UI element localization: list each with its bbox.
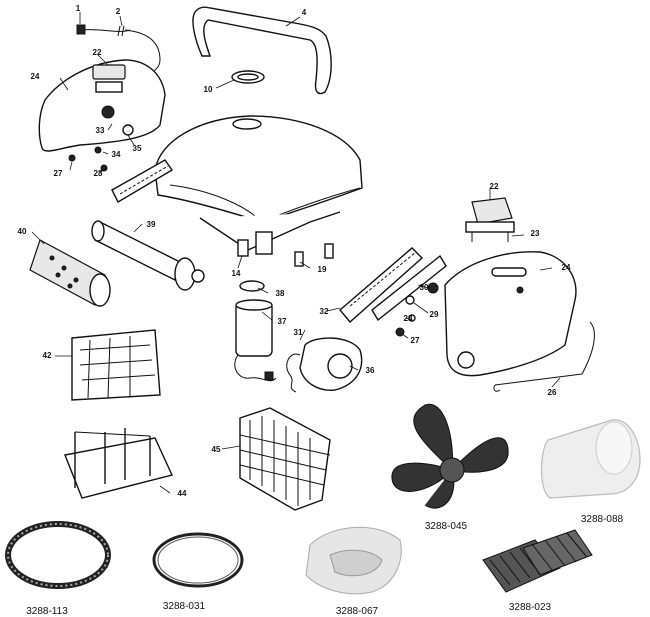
- part-number-labels: 3288-045 3288-088 3288-113 3288-031 3288…: [26, 514, 623, 617]
- callout-38: 38: [276, 289, 285, 298]
- callout-39: 39: [147, 220, 156, 229]
- callout-labels: 1 2 4 10 22 24 33 34 35 27 28 40 39 14 1…: [18, 4, 571, 498]
- callout-40: 40: [18, 227, 27, 236]
- left-side-plate: [38, 59, 166, 172]
- callout-10: 10: [204, 85, 213, 94]
- handle: [192, 6, 332, 95]
- filter-bag: [71, 329, 161, 401]
- left-track: [111, 159, 174, 203]
- brushes: [482, 529, 593, 593]
- callout-31: 31: [294, 328, 303, 337]
- callout-27a: 27: [54, 169, 63, 178]
- callout-24a: 24: [31, 72, 40, 81]
- callout-2: 2: [116, 7, 121, 16]
- part-3288-088: 3288-088: [581, 514, 624, 525]
- part-3288-031: 3288-031: [163, 601, 206, 612]
- right-side-plate: [444, 251, 577, 377]
- callout-22a: 22: [93, 48, 102, 57]
- roller: [91, 220, 205, 291]
- drive-belt-ribbed: [5, 521, 111, 589]
- clips: [237, 231, 334, 267]
- propeller: [391, 403, 509, 509]
- callout-29: 29: [430, 310, 439, 319]
- callout-28a: 28: [94, 169, 103, 178]
- callout-30: 30: [420, 283, 429, 292]
- callout-19: 19: [318, 265, 327, 274]
- drive-belt-smooth: [152, 532, 244, 588]
- callout-34: 34: [112, 150, 121, 159]
- callout-42: 42: [43, 351, 52, 360]
- right-track: [339, 247, 447, 324]
- callout-24b: 24: [562, 263, 571, 272]
- callout-22b: 22: [490, 182, 499, 191]
- callout-37: 37: [278, 317, 287, 326]
- part-3288-113: 3288-113: [26, 606, 68, 617]
- callout-26: 26: [548, 388, 557, 397]
- bushing: [540, 419, 641, 499]
- motor-assembly: [234, 280, 277, 382]
- callout-32: 32: [320, 307, 329, 316]
- filter-bag-photo: [305, 526, 402, 595]
- callout-1: 1: [76, 4, 81, 13]
- callout-14: 14: [232, 269, 241, 278]
- part-3288-045: 3288-045: [425, 521, 468, 532]
- callout-44: 44: [178, 489, 187, 498]
- callout-27b: 27: [411, 336, 420, 345]
- main-hood: [154, 115, 363, 251]
- callout-23: 23: [531, 229, 540, 238]
- callout-4: 4: [302, 8, 307, 17]
- leader-lines: [31, 12, 561, 494]
- callout-36: 36: [366, 366, 375, 375]
- cap-ring: [231, 70, 265, 84]
- callout-28b: 28: [404, 314, 413, 323]
- part-3288-067: 3288-067: [336, 606, 379, 617]
- foam-roller: [29, 239, 111, 307]
- callout-33: 33: [96, 126, 105, 135]
- filter-basket: [239, 407, 331, 511]
- right-bracket: [465, 197, 515, 242]
- callout-45: 45: [212, 445, 221, 454]
- wire-clip: [493, 321, 595, 392]
- callout-35: 35: [133, 144, 142, 153]
- pump-motor: [286, 337, 363, 393]
- part-3288-023: 3288-023: [509, 602, 552, 613]
- filter-frame: [64, 428, 173, 499]
